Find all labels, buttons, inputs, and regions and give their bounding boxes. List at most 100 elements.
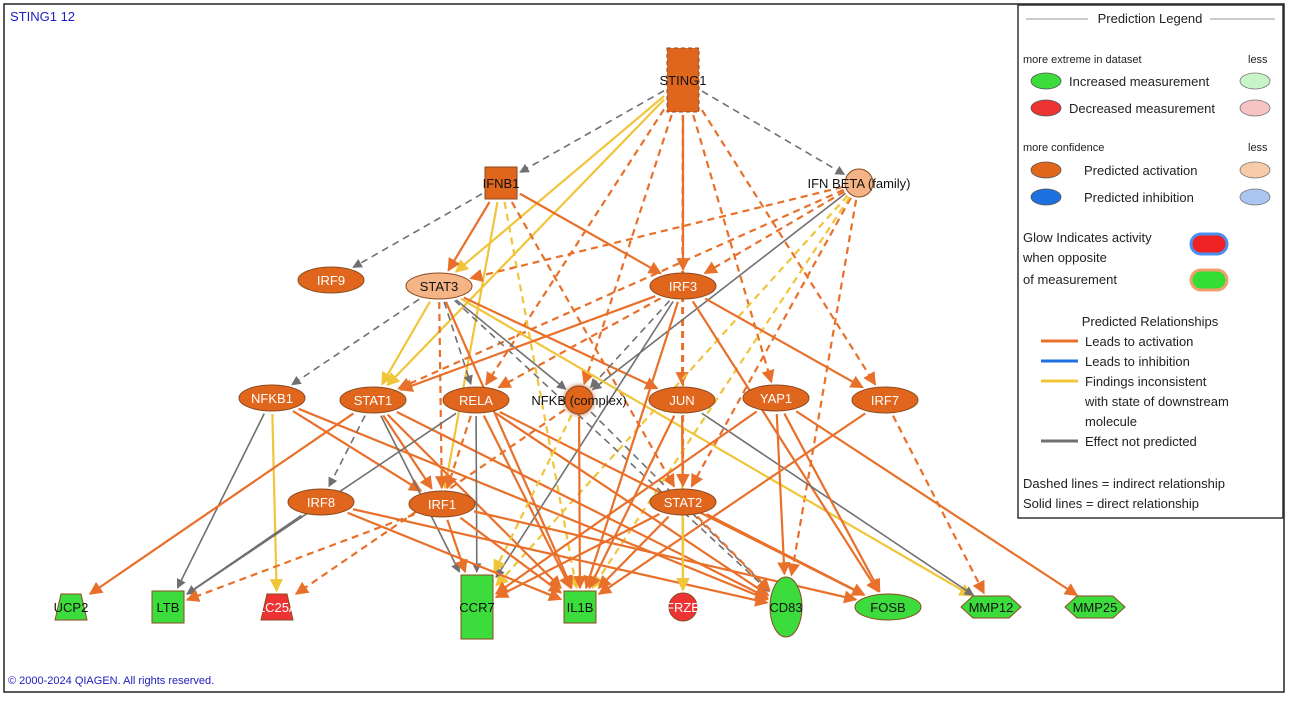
- edge-ifnb1-to-irf1[interactable]: [440, 201, 499, 490]
- edge-irf3-to-ccr7[interactable]: [495, 300, 674, 579]
- edge-ifnbeta-to-il1b[interactable]: [591, 196, 851, 590]
- edge-jun-to-stat2[interactable]: [676, 415, 690, 488]
- edge-irf8-to-ltb[interactable]: [186, 514, 302, 595]
- node-shape-sting1[interactable]: [666, 47, 700, 113]
- edge-stat3-to-mmp12[interactable]: [460, 297, 973, 597]
- node-irf9[interactable]: IRF9: [297, 266, 365, 294]
- node-shape-jun[interactable]: [648, 386, 716, 414]
- edge-irf7-to-il1b[interactable]: [597, 412, 866, 596]
- edge-sting1-to-rela[interactable]: [485, 108, 665, 386]
- edge-sting1-to-ifnb1[interactable]: [519, 90, 665, 173]
- edge-stat3-to-nfkbc[interactable]: [455, 299, 567, 390]
- node-shape-fosb[interactable]: [854, 593, 922, 621]
- node-shape-nfkbc[interactable]: [564, 385, 594, 415]
- edge-nfkbc-to-slc25a4[interactable]: [294, 408, 566, 595]
- node-mmp12[interactable]: MMP12: [960, 595, 1022, 619]
- edge-ifnbeta-to-stat3[interactable]: [469, 185, 843, 282]
- edge-irf3-to-irf7[interactable]: [704, 297, 864, 389]
- edge-ifnbeta-to-cd83[interactable]: [786, 199, 858, 577]
- edge-ifnb1-to-stat2[interactable]: [510, 201, 676, 488]
- node-mmp25[interactable]: MMP25: [1064, 595, 1126, 619]
- edge-ifnbeta-to-stat2[interactable]: [690, 197, 852, 488]
- node-shape-irf7[interactable]: [851, 386, 919, 414]
- edge-nfkb1-to-ltb[interactable]: [176, 413, 265, 589]
- edge-stat1-to-irf1[interactable]: [382, 414, 433, 490]
- edge-yap1-to-cd83[interactable]: [775, 413, 791, 576]
- node-ucp2[interactable]: UCP2: [54, 593, 89, 621]
- node-shape-rela[interactable]: [442, 386, 510, 414]
- edge-nfkb1-to-irf1[interactable]: [292, 410, 423, 492]
- edge-ifnbeta-to-nfkbc[interactable]: [591, 192, 847, 391]
- edge-stat2-to-ccr7[interactable]: [494, 513, 660, 599]
- edge-yap1-to-ccr7[interactable]: [494, 410, 758, 595]
- edge-stat2-to-cd83[interactable]: [696, 515, 771, 592]
- edge-rela-to-irf1[interactable]: [444, 415, 472, 490]
- edge-rela-to-cd83[interactable]: [495, 412, 770, 597]
- edge-irf8-to-il1b[interactable]: [347, 511, 563, 601]
- node-fosb[interactable]: FOSB: [854, 593, 922, 621]
- edge-stat3-to-il1b[interactable]: [444, 301, 573, 590]
- edge-ifnb1-to-stat3[interactable]: [447, 201, 491, 272]
- node-stat3[interactable]: STAT3: [405, 272, 473, 300]
- edge-stat1-to-ucp2[interactable]: [88, 412, 355, 595]
- node-ifnb1[interactable]: IFNB1: [483, 166, 520, 200]
- edge-yap1-to-fosb[interactable]: [783, 413, 881, 593]
- node-irf1[interactable]: IRF1: [408, 490, 476, 518]
- node-nfkb1[interactable]: NFKB1: [238, 384, 306, 412]
- node-shape-nfkb1[interactable]: [238, 384, 306, 412]
- edge-irf3-to-rela[interactable]: [497, 297, 661, 389]
- node-frzb[interactable]: FRZB: [666, 592, 700, 622]
- node-il1b[interactable]: IL1B: [563, 590, 597, 624]
- node-stat2[interactable]: STAT2: [649, 488, 717, 516]
- edge-sting1-to-irf7[interactable]: [701, 109, 877, 386]
- node-shape-il1b[interactable]: [563, 590, 597, 624]
- node-ccr7[interactable]: CCR7: [459, 574, 495, 640]
- edge-nfkbc-to-il1b[interactable]: [573, 416, 587, 590]
- edge-irf3-to-nfkbc[interactable]: [589, 300, 671, 389]
- edge-ifnbeta-to-ccr7[interactable]: [495, 194, 849, 587]
- edge-ifnb1-to-il1b[interactable]: [503, 201, 581, 590]
- node-shape-ifnbeta[interactable]: [844, 168, 874, 198]
- node-shape-irf3[interactable]: [649, 272, 717, 300]
- edge-ifnb1-to-irf3[interactable]: [519, 192, 662, 275]
- edge-irf1-to-il1b[interactable]: [459, 516, 563, 594]
- node-shape-slc25a4[interactable]: [260, 593, 294, 621]
- node-sting1[interactable]: STING1: [660, 47, 707, 113]
- edge-stat3-to-rela[interactable]: [443, 301, 473, 386]
- edge-stat3-to-stat1[interactable]: [381, 300, 431, 386]
- node-shape-stat3[interactable]: [405, 272, 473, 300]
- edge-ifnbeta-to-stat1[interactable]: [397, 188, 844, 390]
- node-yap1[interactable]: YAP1: [742, 384, 810, 412]
- edge-sting1-to-stat1[interactable]: [386, 98, 665, 387]
- edge-stat3-to-nfkb1[interactable]: [291, 298, 420, 386]
- node-shape-cd83[interactable]: [769, 576, 803, 638]
- edge-stat2-to-fosb[interactable]: [706, 513, 866, 596]
- edge-irf1-to-ccr7[interactable]: [446, 519, 468, 574]
- node-shape-ifnb1[interactable]: [484, 166, 518, 200]
- node-shape-irf8[interactable]: [287, 488, 355, 516]
- edge-stat3-to-jun[interactable]: [463, 296, 659, 390]
- edge-jun-to-mmp12[interactable]: [701, 412, 975, 596]
- node-shape-irf1[interactable]: [408, 490, 476, 518]
- node-shape-mmp12[interactable]: [960, 595, 1022, 619]
- edge-sting1-to-yap1[interactable]: [692, 114, 775, 384]
- edge-stat2-to-il1b[interactable]: [597, 515, 670, 589]
- node-irf3[interactable]: IRF3: [649, 272, 717, 300]
- node-shape-yap1[interactable]: [742, 384, 810, 412]
- node-shape-stat1[interactable]: [339, 386, 407, 414]
- edge-rela-to-il1b[interactable]: [482, 415, 572, 590]
- edge-irf1-to-ltb[interactable]: [185, 513, 415, 602]
- edge-sting1-to-ifnbeta[interactable]: [701, 90, 846, 176]
- edge-sting1-to-nfkbc[interactable]: [581, 114, 673, 386]
- edge-nfkb1-to-cd83[interactable]: [298, 407, 769, 602]
- edge-jun-to-il1b[interactable]: [588, 415, 676, 590]
- edge-ifnbeta-to-irf3[interactable]: [703, 190, 845, 275]
- edge-irf3-to-fosb[interactable]: [691, 300, 880, 593]
- node-shape-stat2[interactable]: [649, 488, 717, 516]
- edge-stat1-to-irf8[interactable]: [328, 415, 366, 488]
- node-ifnbeta[interactable]: IFN BETA (family): [807, 168, 911, 198]
- node-irf8[interactable]: IRF8: [287, 488, 355, 516]
- edge-irf7-to-mmp12[interactable]: [892, 415, 985, 595]
- edge-ifnb1-to-irf9[interactable]: [352, 193, 483, 269]
- edge-irf3-to-stat1[interactable]: [399, 295, 656, 392]
